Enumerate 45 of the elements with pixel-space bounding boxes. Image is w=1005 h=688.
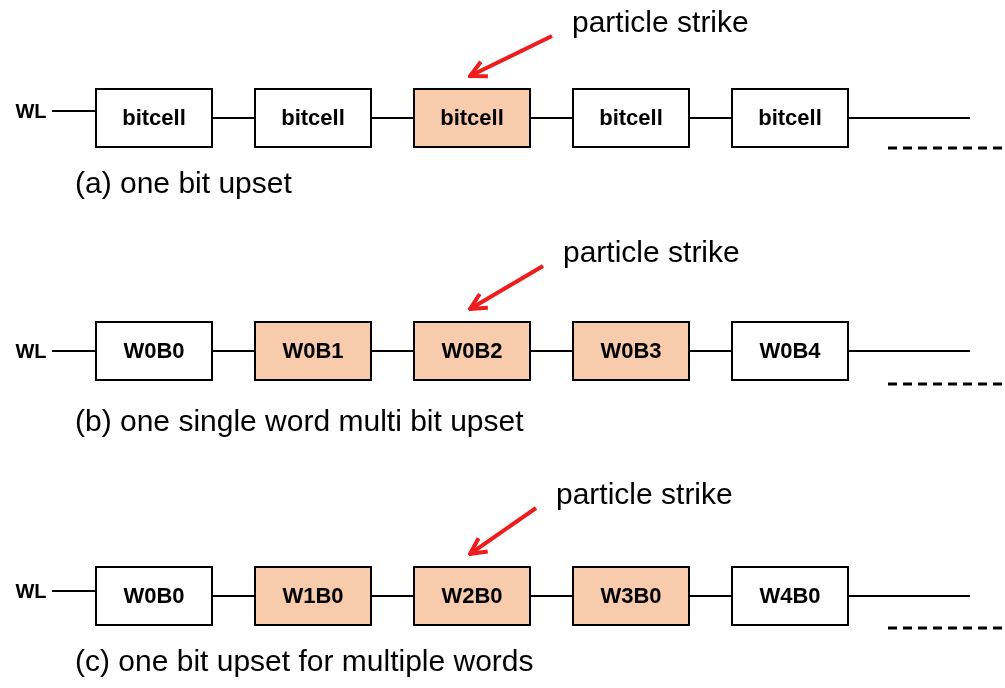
- caption-text: (c) one bit upset for multiple words: [75, 644, 534, 678]
- wire-line: [51, 110, 96, 112]
- wire-line: [371, 595, 414, 597]
- wire-line: [371, 117, 414, 119]
- wire-line: [848, 350, 971, 352]
- arrow: [468, 506, 538, 556]
- wordline-label: WL: [10, 98, 52, 124]
- wire-line: [530, 595, 573, 597]
- bitcell-box: W0B1: [254, 321, 372, 381]
- caption-text: (b) one single word multi bit upset: [75, 404, 524, 438]
- bitcell-box: W1B0: [254, 566, 372, 626]
- bitcell-box: bitcell: [572, 88, 690, 148]
- wire-line: [371, 350, 414, 352]
- wire-line: [51, 350, 96, 352]
- annotation-text: particle strike: [563, 232, 783, 272]
- bitcell-box: W0B0: [95, 321, 213, 381]
- bitcell-box: W0B3: [572, 321, 690, 381]
- arrow: [468, 34, 553, 79]
- wire-line: [530, 350, 573, 352]
- annotation-text: particle strike: [556, 474, 776, 514]
- bitcell-box: W3B0: [572, 566, 690, 626]
- bitcell-box: bitcell: [731, 88, 849, 148]
- caption-text: (a) one bit upset: [75, 166, 292, 200]
- wire-line: [212, 117, 255, 119]
- wordline-label: WL: [10, 338, 52, 364]
- bitcell-box: W0B4: [731, 321, 849, 381]
- bitcell-box: W2B0: [413, 566, 531, 626]
- annotation-text: particle strike: [572, 2, 792, 42]
- arrow: [468, 264, 544, 311]
- wire-line: [51, 590, 96, 592]
- bitcell-box: bitcell: [95, 88, 213, 148]
- bitcell-box: W0B2: [413, 321, 531, 381]
- wire-line: [848, 595, 971, 597]
- wire-line: [689, 595, 732, 597]
- wire-line: [689, 350, 732, 352]
- wire-line: [212, 350, 255, 352]
- wire-line: [848, 117, 971, 119]
- wire-line: [530, 117, 573, 119]
- wire-line: [212, 595, 255, 597]
- wordline-label: WL: [10, 578, 52, 604]
- bitcell-box: W0B0: [95, 566, 213, 626]
- bitcell-box: bitcell: [254, 88, 372, 148]
- bitcell-box: W4B0: [731, 566, 849, 626]
- bitcell-box: bitcell: [413, 88, 531, 148]
- wire-line: [689, 117, 732, 119]
